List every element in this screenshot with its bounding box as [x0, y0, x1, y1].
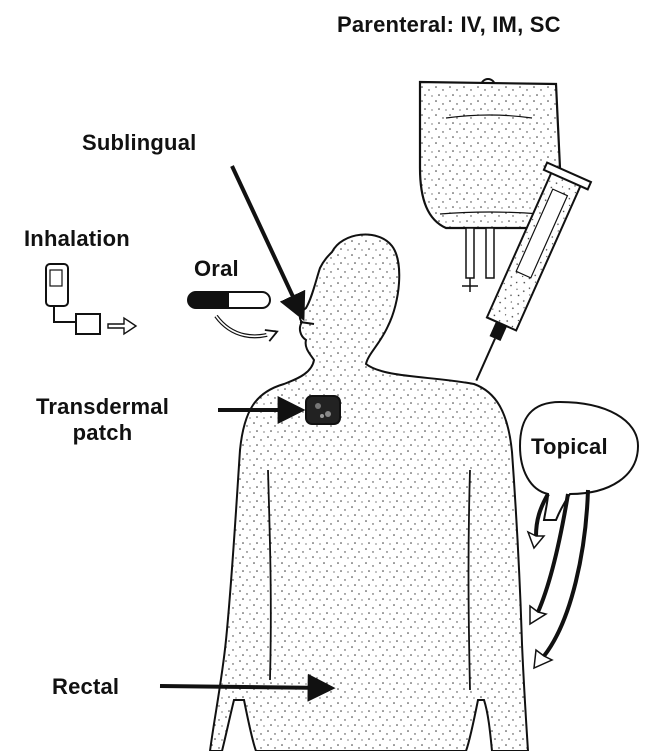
transdermal-label: Transdermal patch — [36, 394, 169, 446]
parenteral-label: Parenteral: IV, IM, SC — [337, 12, 561, 38]
rectal-label: Rectal — [52, 674, 119, 700]
human-figure — [210, 235, 528, 751]
body-silhouette — [210, 235, 528, 751]
oral-label: Oral — [194, 256, 239, 282]
topical-label: Topical — [531, 434, 608, 460]
inhaler-icon — [46, 264, 136, 334]
inhalation-label: Inhalation — [24, 226, 130, 252]
rectal-arrow — [160, 686, 330, 688]
sublingual-label: Sublingual — [82, 130, 196, 156]
transdermal-patch-icon — [306, 396, 340, 424]
capsule-icon — [188, 292, 276, 336]
transdermal-label-line2: patch — [36, 420, 169, 446]
transdermal-label-line1: Transdermal — [36, 394, 169, 420]
